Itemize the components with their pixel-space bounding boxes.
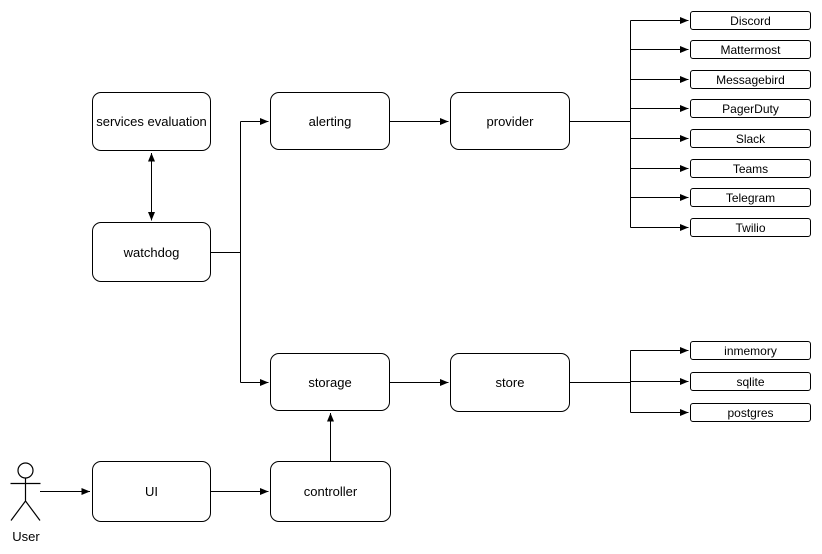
node-alerting-label: alerting — [308, 113, 352, 129]
node-store-label: store — [495, 375, 525, 390]
provider-mattermost-label: Mattermost — [720, 42, 781, 57]
node-provider-slack: Slack — [690, 129, 811, 148]
node-provider: provider — [450, 92, 570, 150]
node-controller: controller — [270, 461, 391, 522]
provider-twilio-label: Twilio — [735, 220, 766, 235]
node-store-inmemory: inmemory — [690, 341, 811, 360]
provider-telegram-label: Telegram — [725, 190, 776, 205]
user-actor-icon — [10, 462, 41, 521]
node-provider-teams: Teams — [690, 159, 811, 178]
node-services-evaluation-label: services evaluation — [96, 114, 207, 129]
edge-watchdog-branch — [211, 121, 241, 383]
store-postgres-label: postgres — [727, 405, 774, 420]
node-provider-label: provider — [486, 113, 534, 129]
node-provider-pagerduty: PagerDuty — [690, 99, 811, 118]
provider-teams-label: Teams — [732, 161, 769, 176]
node-controller-label: controller — [303, 484, 358, 499]
store-sqlite-label: sqlite — [736, 374, 765, 389]
actor-head — [17, 462, 34, 479]
node-provider-twilio: Twilio — [690, 218, 811, 237]
node-store-postgres: postgres — [690, 403, 811, 422]
node-storage: storage — [270, 353, 390, 411]
node-provider-messagebird: Messagebird — [690, 70, 811, 89]
node-storage-label: storage — [308, 374, 352, 390]
node-provider-mattermost: Mattermost — [690, 40, 811, 59]
node-watchdog-label: watchdog — [123, 244, 180, 260]
node-provider-telegram: Telegram — [690, 188, 811, 207]
edge-provider-fanout-trunk — [570, 20, 631, 228]
edge-store-fanout-trunk — [570, 350, 631, 413]
node-ui-label: UI — [145, 484, 158, 499]
provider-discord-label: Discord — [730, 13, 771, 28]
provider-messagebird-label: Messagebird — [716, 72, 785, 87]
provider-slack-label: Slack — [735, 131, 766, 146]
node-watchdog: watchdog — [92, 222, 211, 282]
store-inmemory-label: inmemory — [724, 343, 777, 358]
provider-pagerduty-label: PagerDuty — [722, 101, 779, 116]
node-store: store — [450, 353, 570, 412]
user-actor-label: User — [12, 529, 40, 544]
actor-body — [10, 478, 41, 521]
node-provider-discord: Discord — [690, 11, 811, 30]
node-store-sqlite: sqlite — [690, 372, 811, 391]
node-services-evaluation: services evaluation — [92, 92, 211, 151]
node-ui: UI — [92, 461, 211, 522]
node-alerting: alerting — [270, 92, 390, 150]
